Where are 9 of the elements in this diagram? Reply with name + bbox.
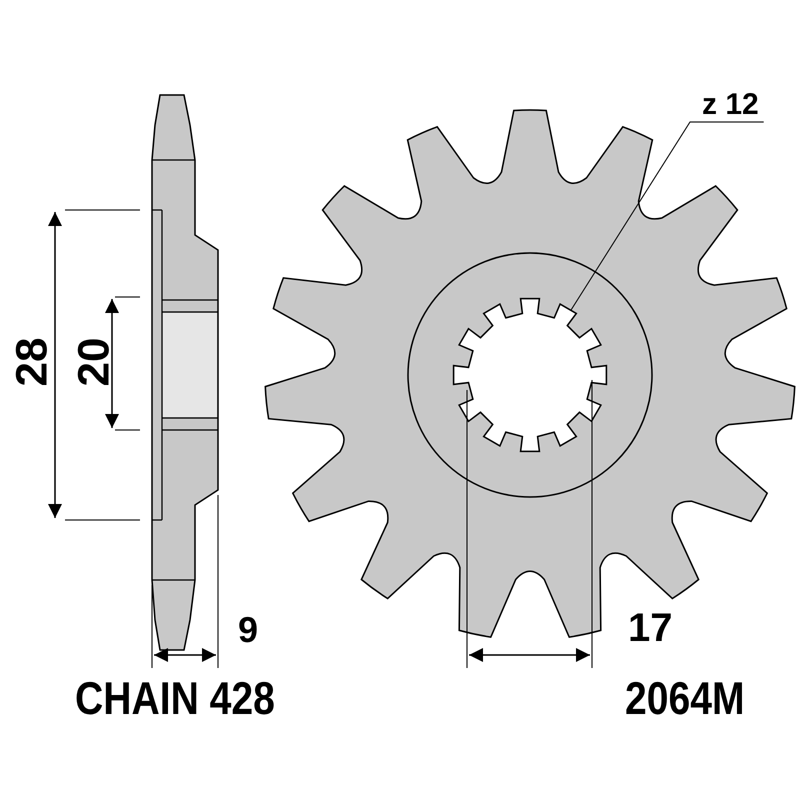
spline-bore [452,298,608,452]
chain-size-label: CHAIN 428 [75,675,275,721]
callout-label: z 12 [702,90,759,120]
part-number-label: 2064M [625,675,745,721]
dimension-value: 20 [72,338,116,386]
leader-line [570,122,764,311]
dimension-value: 28 [10,338,54,386]
dimension-value: 9 [238,612,258,648]
dimension-value: 17 [628,608,672,648]
